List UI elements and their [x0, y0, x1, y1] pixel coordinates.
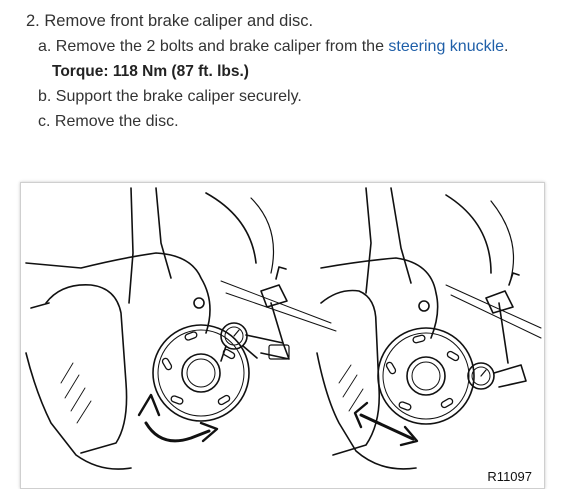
substep-c-marker: c.: [38, 113, 51, 130]
double-arrow-icon: [353, 401, 419, 447]
brake-illustration-drawing: [25, 187, 542, 470]
left-hub-panel: [25, 187, 337, 470]
substep-b: b. Support the brake caliper securely.: [38, 86, 302, 108]
steering-knuckle-link[interactable]: steering knuckle: [388, 38, 505, 55]
step-2: 2. Remove front brake caliper and disc.: [26, 10, 313, 32]
substep-c: c. Remove the disc.: [38, 111, 179, 133]
step-number: 2.: [26, 12, 40, 30]
substep-a-marker: a.: [38, 38, 52, 55]
substep-a-period: .: [504, 38, 509, 55]
figure-id: R11097: [487, 469, 532, 484]
rotation-arrow-icon: [137, 393, 219, 443]
right-hub-panel: [316, 187, 542, 470]
step-title: Remove front brake caliper and disc.: [44, 12, 314, 30]
substep-b-text: Support the brake caliper securely.: [55, 88, 302, 105]
torque-spec: Torque: 118 Nm (87 ft. lbs.): [52, 63, 249, 80]
substep-c-text: Remove the disc.: [54, 113, 179, 130]
substep-b-marker: b.: [38, 88, 52, 105]
substep-a: a. Remove the 2 bolts and brake caliper …: [38, 36, 509, 58]
substep-a-text: Remove the 2 bolts and brake caliper fro…: [55, 38, 384, 55]
brake-illustration: R11097: [20, 182, 545, 489]
